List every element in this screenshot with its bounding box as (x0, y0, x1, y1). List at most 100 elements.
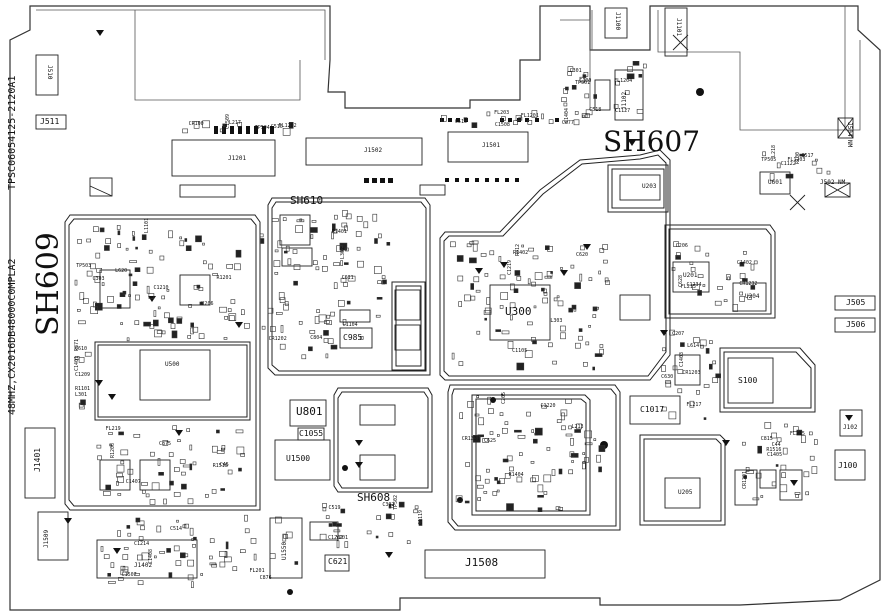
component-ref-label: C1402 (736, 259, 752, 266)
component-ref-label: CR100 (188, 120, 204, 127)
component-ref-label: C1105 (512, 348, 528, 355)
label-j1401: J1401 (33, 447, 42, 472)
label-j1509: J1509 (43, 529, 50, 548)
component-ref-label: C875 (158, 441, 172, 447)
component-ref-label: C815 (760, 436, 773, 443)
component-ref-label: C206 (675, 243, 688, 250)
component-ref-label: FL1203 (787, 156, 806, 163)
component-ref-label: C1122 (780, 160, 796, 167)
component-ref-label: C628 (677, 274, 684, 287)
connector-j511 (35, 114, 67, 130)
component-ref-label: C620 (576, 252, 589, 258)
component-ref-label: C1507 (121, 571, 137, 578)
label-u300: U300 (505, 305, 532, 318)
component-ref-label: U206 (201, 301, 214, 308)
connector-j506 (834, 317, 876, 333)
component-ref-label: C1408 (147, 549, 154, 565)
component-ref-label: TP502 (392, 495, 399, 511)
component-ref-label: C1214 (134, 540, 150, 547)
component-ref-label: FL1201 (520, 112, 539, 119)
component-ref-label: C515 (454, 119, 467, 126)
component-ref-label: C1219 (506, 260, 513, 276)
chip-c1017 (629, 395, 681, 425)
component-ref-label: FL1204 (614, 77, 633, 84)
chip-u205 (664, 477, 701, 509)
shield-sh610 (267, 197, 431, 376)
label-u204: U204 (745, 293, 760, 300)
component-ref-label: FL217 (686, 402, 702, 409)
connector-j102 (839, 409, 863, 437)
component-ref-label: R1402 (513, 250, 529, 257)
label-c985: C985 (343, 333, 363, 342)
chip-u1550 (269, 517, 303, 579)
component-ref-label: R1518 (212, 463, 228, 470)
component-ref-label: C1401 (74, 355, 80, 371)
shield-label-sh609: SH609 (31, 232, 66, 336)
component-ref-label: L1101 (144, 218, 151, 234)
component-ref-label: R100 (795, 152, 802, 165)
connector-j1201 (171, 139, 276, 177)
component-ref-label: FL219 (105, 425, 121, 432)
component-ref-label: CR1232 (739, 281, 758, 288)
component-ref-label: R1404 (508, 471, 524, 478)
component-ref-label: TP503 (76, 263, 92, 270)
component-ref-label: C630 (661, 374, 674, 381)
label-j1502: J1502 (364, 147, 383, 154)
connector-j1509 (37, 511, 69, 561)
component-ref-label: C519 (328, 505, 341, 512)
component-ref-label: R1206 (109, 442, 116, 458)
label-c621: C621 (328, 557, 348, 566)
component-ref-label: L217 (228, 119, 241, 126)
component-ref-label: TP504 (254, 124, 270, 131)
connector-j1501 (447, 131, 529, 163)
component-ref-label: L213 (571, 424, 584, 431)
component-ref-label: TP501 (575, 80, 591, 87)
connector-j1102 (614, 69, 644, 121)
component-ref-label: TP505 (761, 156, 777, 163)
component-ref-label: C1405 (767, 451, 783, 458)
component-ref-label: C514 (170, 525, 183, 532)
component-ref-label: L301 (75, 392, 88, 399)
connector-j1100 (604, 7, 628, 39)
component-ref-label: R1201 (216, 275, 232, 282)
shield-label-sh607: SH607 (603, 125, 701, 158)
connector-j510 (35, 54, 59, 96)
label-u1550: U1550 (281, 541, 288, 560)
component-ref-label: C207 (672, 331, 685, 338)
component-ref-label: C1202 (327, 535, 344, 542)
connector-j1101 (664, 7, 688, 57)
component-ref-label: C1209 (75, 372, 91, 379)
label-j502-nm: J502 NM (820, 179, 846, 186)
chip-c621 (324, 554, 350, 572)
component-ref-label: FL215 (789, 431, 805, 438)
component-ref-label: FL1202 (278, 123, 297, 129)
label-j100: J100 (838, 461, 858, 470)
component-ref-label: C1403 (678, 351, 685, 367)
connector-j1508 (424, 549, 546, 579)
component-ref-label: C301 (569, 67, 582, 74)
component-ref-label: C611 (341, 274, 354, 281)
label-j1201: J1201 (228, 155, 247, 162)
component-ref-label: C1119 (417, 509, 424, 525)
label-j1508: J1508 (465, 556, 499, 569)
component-ref-label: CR1203 (682, 369, 701, 376)
component-ref-label: C205 (500, 391, 507, 404)
label-u601: U601 (768, 179, 783, 186)
label-j1402: J1402 (134, 562, 153, 569)
component-ref-label: C1220 (540, 402, 556, 409)
label-u205: U205 (678, 489, 693, 496)
board-part-number: TPSC06054125-2120A1 (7, 75, 18, 190)
component-ref-label: C610 (75, 345, 88, 352)
label-u500: U500 (165, 361, 180, 368)
component-ref-label: C518 (589, 107, 602, 114)
component-ref-label: C517 (801, 153, 814, 160)
label-j1100: J1100 (614, 12, 621, 31)
component-ref-label: CR1202 (268, 335, 287, 342)
label-j506: J506 (846, 320, 866, 329)
component-ref-label: C877 (561, 120, 574, 127)
chip-u601 (759, 171, 791, 195)
component-texture (74, 60, 831, 589)
shield-central (439, 149, 671, 381)
component-ref-label: L302 (340, 246, 347, 259)
shield-bottom-center (447, 384, 621, 531)
